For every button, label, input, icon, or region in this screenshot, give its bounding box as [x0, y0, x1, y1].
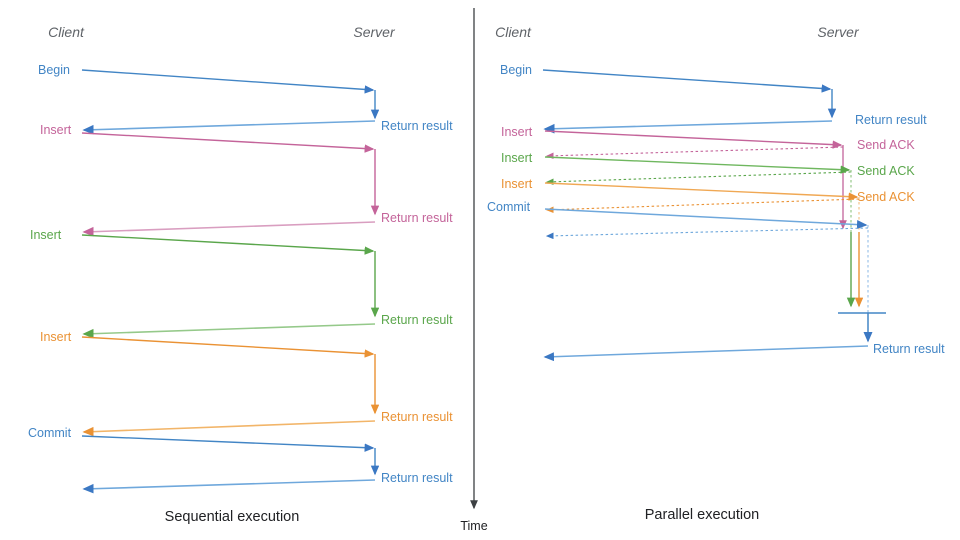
message-group-begin-right: Return result	[542, 69, 927, 134]
ack-arrow-insert-green	[545, 171, 852, 186]
return-result-label-commit: Return result	[381, 471, 453, 485]
lane-header-client-left: Client	[48, 24, 85, 40]
response-arrow-insert-orange	[82, 420, 376, 437]
message-group-insert-orange-right: Send ACK	[544, 182, 915, 308]
request-arrow-commit	[81, 435, 375, 452]
return-result-label-begin-right: Return result	[855, 113, 927, 127]
request-arrow-insert-pink-right	[544, 130, 843, 149]
lane-header-client-right: Client	[495, 24, 532, 40]
send-ack-label-orange: Send ACK	[857, 190, 915, 204]
request-arrow-insert-orange	[81, 336, 375, 358]
response-arrow-begin-right	[543, 120, 833, 134]
request-arrow-commit-right	[544, 208, 868, 230]
final-response-arrow	[543, 345, 869, 362]
client-label-insert-pink-left: Insert	[40, 123, 72, 137]
request-arrow-insert-orange-right	[544, 182, 859, 201]
lane-header-server-left: Server	[353, 24, 396, 40]
response-arrow-insert-pink	[82, 221, 376, 237]
panel-caption-parallel: Parallel execution	[645, 507, 759, 523]
client-label-insert-green-right: Insert	[501, 151, 533, 165]
panel-parallel: Client Server Return result Send ACK Se	[487, 24, 945, 523]
return-result-label-insert-orange: Return result	[381, 410, 453, 424]
return-result-label-begin: Return result	[381, 119, 453, 133]
message-group-commit-left: Return result	[81, 435, 453, 494]
request-arrow-begin	[81, 69, 375, 94]
response-arrow-commit	[82, 479, 376, 494]
client-label-commit-right: Commit	[487, 200, 531, 214]
client-label-commit-left: Commit	[28, 426, 72, 440]
message-group-insert-orange-left: Return result	[81, 336, 453, 437]
time-axis-label: Time	[460, 519, 487, 533]
client-label-insert-orange-left: Insert	[40, 330, 72, 344]
request-arrow-begin-right	[542, 69, 832, 93]
message-group-insert-pink-right: Send ACK	[544, 130, 915, 230]
request-arrow-insert-green	[81, 234, 375, 255]
lane-header-server-right: Server	[817, 24, 860, 40]
client-label-insert-orange-right: Insert	[501, 177, 533, 191]
return-result-label-insert-green: Return result	[381, 313, 453, 327]
client-label-insert-pink-right: Insert	[501, 125, 533, 139]
message-group-commit-right: Return result	[543, 208, 945, 362]
return-result-label-insert-pink: Return result	[381, 211, 453, 225]
ack-arrow-commit	[545, 227, 869, 240]
panel-caption-sequential: Sequential execution	[165, 509, 300, 525]
client-label-insert-green-left: Insert	[30, 228, 62, 242]
message-group-insert-green-right: Send ACK	[544, 156, 915, 308]
ack-arrow-insert-pink	[545, 146, 844, 160]
send-ack-label-green: Send ACK	[857, 164, 915, 178]
panel-sequential: Client Server Return result Return resul…	[28, 24, 453, 525]
message-group-insert-green-left: Return result	[81, 234, 453, 339]
message-group-begin-left: Return result	[81, 69, 453, 135]
ack-arrow-insert-orange	[545, 198, 860, 214]
response-arrow-begin	[82, 120, 376, 135]
request-arrow-insert-green-right	[544, 156, 851, 174]
return-result-label-final-right: Return result	[873, 342, 945, 356]
message-group-insert-pink-left: Return result	[81, 132, 453, 237]
client-label-begin-left: Begin	[38, 63, 70, 77]
send-ack-label-pink: Send ACK	[857, 138, 915, 152]
request-arrow-insert-pink	[81, 132, 375, 153]
response-arrow-insert-green	[82, 323, 376, 339]
client-label-begin-right: Begin	[500, 63, 532, 77]
